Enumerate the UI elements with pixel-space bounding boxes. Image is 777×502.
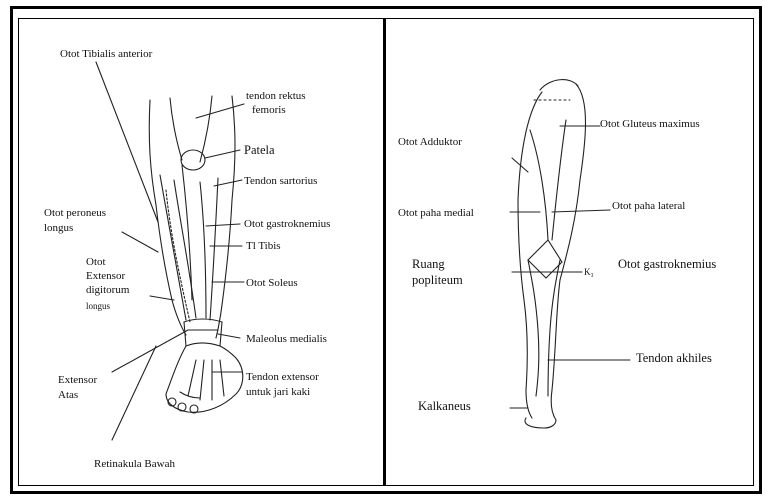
label-gluteus: Otot Gluteus maximus <box>600 118 700 131</box>
anterior-thigh-outline-right <box>216 96 235 338</box>
label-tl-tibis: Tl Tibis <box>246 240 281 253</box>
label-peroneus-2: longus <box>44 222 73 235</box>
label-tendon-sartorius: Tendon sartorius <box>244 175 317 188</box>
label-patela: Patela <box>244 144 275 157</box>
label-gastroknemius-right: Otot gastroknemius <box>618 258 716 271</box>
label-extensor-dig-1: Otot <box>86 256 106 269</box>
label-soleus: Otot Soleus <box>246 277 298 290</box>
label-tendon-extensor-2: untuk jari kaki <box>246 386 310 399</box>
label-adduktor: Otot Adduktor <box>398 136 462 149</box>
patella-shape <box>181 150 205 170</box>
label-tendon-extensor-1: Tendon extensor <box>246 371 319 384</box>
label-gastroknemius-left: Otot gastroknemius <box>244 218 330 231</box>
label-paha-lateral: Otot paha lateral <box>612 200 685 213</box>
foot-outline <box>166 346 243 412</box>
label-retinakula: Retinakula Bawah <box>94 458 175 471</box>
label-extensor-atas-2: Atas <box>58 389 78 402</box>
label-paha-medial: Otot paha medial <box>398 207 474 220</box>
label-k-mark: K₃ <box>584 266 594 279</box>
label-peroneus-1: Otot peroneus <box>44 207 106 220</box>
label-extensor-dig-2: Extensor <box>86 270 125 283</box>
label-tibialis-anterior: Otot Tibialis anterior <box>60 48 152 61</box>
label-extensor-dig-3: digitorum <box>86 284 129 297</box>
label-extensor-dig-4: longus <box>86 300 110 313</box>
label-extensor-atas-1: Extensor <box>58 374 97 387</box>
label-ruang-2: popliteum <box>412 274 463 287</box>
label-maleolus: Maleolus medialis <box>246 333 327 346</box>
label-tendon-rektus-1: tendon rektus <box>246 90 306 103</box>
label-tendon-rektus-2: femoris <box>252 104 286 117</box>
label-tendon-akhiles: Tendon akhiles <box>636 352 712 365</box>
label-ruang-1: Ruang <box>412 258 445 271</box>
label-kalkaneus: Kalkaneus <box>418 400 471 413</box>
